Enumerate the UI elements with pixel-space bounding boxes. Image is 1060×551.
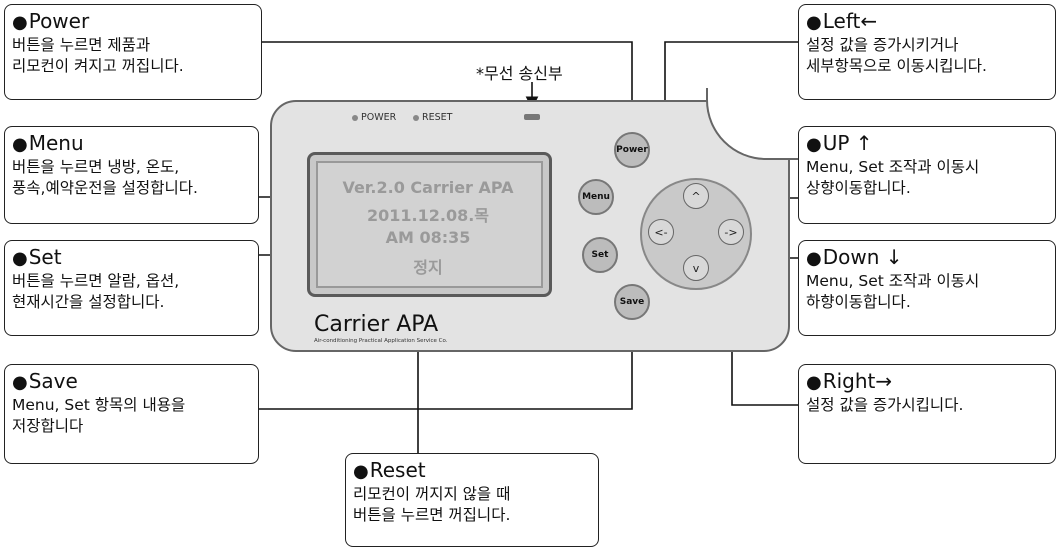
callout-reset: ●Reset 리모컨이 꺼지지 않을 때 버튼을 누르면 꺼집니다. — [345, 453, 599, 547]
wireless-transmitter — [524, 114, 540, 120]
bullet-icon: ● — [12, 372, 28, 393]
left-button[interactable]: <- — [648, 219, 674, 245]
down-button[interactable]: v — [683, 255, 709, 281]
brand-logo: Carrier APA — [314, 312, 439, 337]
wireless-label: *무선 송신부 — [476, 64, 563, 83]
menu-button[interactable]: Menu — [578, 179, 614, 215]
callout-down-title: Down ↓ — [822, 245, 903, 269]
reset-led-icon — [413, 114, 419, 121]
power-led-icon — [352, 114, 358, 121]
callout-reset-desc: 리모컨이 꺼지지 않을 때 버튼을 누르면 꺼집니다. — [353, 485, 511, 524]
brand-subtitle: Air-conditioning Practical Application S… — [314, 338, 448, 344]
callout-save: ●Save Menu, Set 항목의 내용을 저장합니다 — [4, 364, 259, 464]
bullet-icon: ● — [806, 372, 822, 393]
callout-set: ●Set 버튼을 누르면 알람, 옵션, 현재시간을 설정합니다. — [4, 240, 259, 336]
lcd-line-2: 2011.12.08.목 — [366, 206, 490, 225]
callout-menu-desc: 버튼을 누르면 냉방, 온도, 풍속,예약운전을 설정합니다. — [12, 158, 198, 197]
callout-right: ●Right→ 설정 값을 증가시킵니다. — [798, 364, 1056, 464]
callout-reset-title: Reset — [369, 458, 426, 482]
lcd-line-3: AM 08:35 — [385, 228, 471, 247]
bullet-icon: ● — [806, 248, 822, 269]
power-indicator-label: POWER — [361, 112, 397, 123]
callout-save-title: Save — [28, 369, 78, 393]
save-line — [258, 330, 639, 410]
bullet-icon: ● — [806, 134, 822, 155]
lcd-line-1: Ver.2.0 Carrier APA — [342, 178, 514, 197]
save-button[interactable]: Save — [614, 284, 650, 320]
callout-up-title: UP ↑ — [822, 131, 873, 155]
callout-power: ●Power 버튼을 누르면 제품과 리모컨이 켜지고 꺼집니다. — [4, 4, 262, 100]
power-indicator: POWER — [352, 112, 396, 123]
bullet-icon: ● — [12, 12, 28, 33]
reset-indicator[interactable]: RESET — [413, 112, 452, 123]
set-button[interactable]: Set — [582, 237, 618, 273]
power-button[interactable]: Power — [614, 132, 650, 168]
callout-down-desc: Menu, Set 조작과 이동시 하향이동합니다. — [806, 272, 980, 311]
callout-left: ●Left← 설정 값을 증가시키거나 세부항목으로 이동시킵니다. — [798, 4, 1056, 100]
callout-right-desc: 설정 값을 증가시킵니다. — [806, 396, 964, 414]
callout-set-title: Set — [28, 245, 62, 269]
lcd-screen — [307, 152, 552, 297]
callout-set-desc: 버튼을 누르면 알람, 옵션, 현재시간을 설정합니다. — [12, 272, 180, 311]
callout-power-title: Power — [28, 9, 90, 33]
bullet-icon: ● — [12, 248, 28, 269]
bullet-icon: ● — [353, 461, 369, 482]
callout-save-desc: Menu, Set 항목의 내용을 저장합니다 — [12, 396, 186, 435]
power-line — [262, 41, 639, 132]
bullet-icon: ● — [12, 134, 28, 155]
lcd-line-4: 정지 — [413, 258, 443, 277]
reset-indicator-label: RESET — [422, 112, 453, 123]
callout-up-desc: Menu, Set 조작과 이동시 상향이동합니다. — [806, 158, 980, 197]
callout-left-desc: 설정 값을 증가시키거나 세부항목으로 이동시킵니다. — [806, 36, 987, 75]
callout-menu-title: Menu — [28, 131, 84, 155]
right-button[interactable]: -> — [718, 219, 744, 245]
callout-up: ●UP ↑ Menu, Set 조작과 이동시 상향이동합니다. — [798, 126, 1056, 224]
callout-right-title: Right→ — [822, 369, 893, 393]
callout-power-desc: 버튼을 누르면 제품과 리모컨이 켜지고 꺼집니다. — [12, 36, 184, 75]
up-button[interactable]: ^ — [683, 183, 709, 209]
callout-menu: ●Menu 버튼을 누르면 냉방, 온도, 풍속,예약운전을 설정합니다. — [4, 126, 259, 224]
callout-down: ●Down ↓ Menu, Set 조작과 이동시 하향이동합니다. — [798, 240, 1056, 336]
bullet-icon: ● — [806, 12, 822, 33]
callout-left-title: Left← — [822, 9, 878, 33]
